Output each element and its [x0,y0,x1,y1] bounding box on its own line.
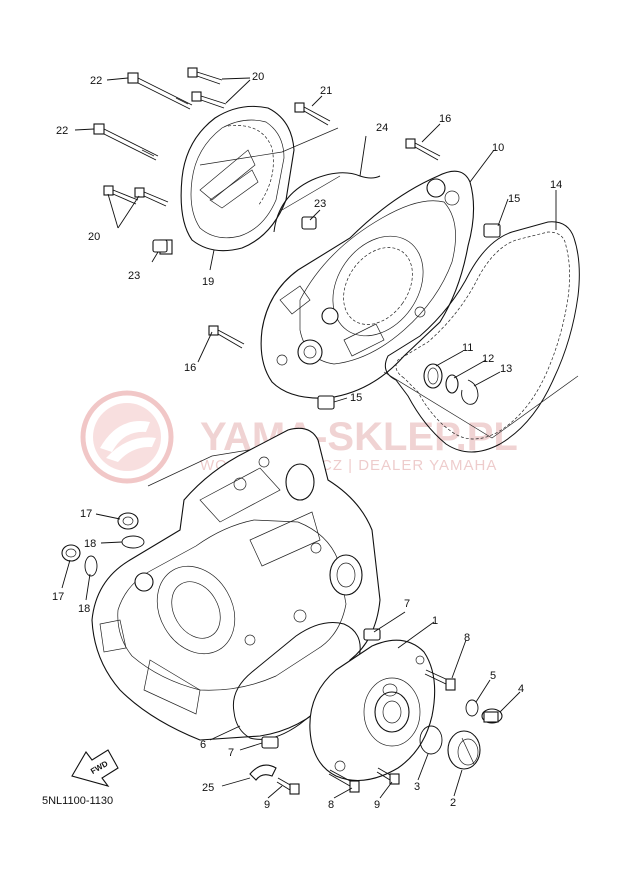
callout-9-right: 9 [374,799,380,811]
seal-17-lower [61,544,81,562]
dowel-pin-15-upper [483,223,501,238]
dowel-pin-7-lower [261,736,279,749]
crankcase-engine [91,427,381,741]
callout-2: 2 [450,797,456,809]
dowel-pin-23-left [152,239,168,253]
callout-18-upper: 18 [84,538,96,550]
callout-1: 1 [432,615,438,627]
bolt-8-lower [328,769,360,793]
callout-13: 13 [500,363,512,375]
callout-5: 5 [490,670,496,682]
callout-4: 4 [518,683,524,695]
long-bolt-22-upper [127,72,193,110]
circlip-13 [461,379,479,405]
callout-3: 3 [414,781,420,793]
callout-8-lower: 8 [328,799,334,811]
callout-8-upper: 8 [464,632,470,644]
gasket-24 [273,172,381,233]
plug-4 [481,708,503,724]
bolt-20-a [187,67,223,85]
callout-17-lower: 17 [52,591,64,603]
clamp-25 [249,764,277,781]
callout-19: 19 [202,276,214,288]
callout-10: 10 [492,142,504,154]
watermark-logo-icon [80,390,174,484]
callout-23-right: 23 [314,198,326,210]
crankcase-cover-1 [309,639,436,781]
gasket-14 [384,221,580,453]
oil-seal-11 [423,363,443,389]
clutch-cover-group [74,67,341,271]
seal-17-upper [117,512,139,530]
callout-25: 25 [202,782,214,794]
bolt-16-upper [405,138,441,161]
callout-17-upper: 17 [80,508,92,520]
dowel-pin-7-upper [363,628,381,641]
bolt-20-b [191,91,227,109]
dowel-pin-23-right [301,216,317,230]
callout-20-upper: 20 [252,71,264,83]
callout-24: 24 [376,122,388,134]
callout-labels: 22 20 21 22 24 16 10 23 15 14 20 23 19 1… [52,71,562,811]
callout-15-upper: 15 [508,193,520,205]
bolt-16-lower [208,325,245,349]
bolt-8-upper [424,669,456,691]
o-ring-3 [419,725,443,755]
fwd-arrow-icon: FWD [71,749,119,787]
callout-14: 14 [550,179,562,191]
plug-2 [447,730,481,770]
bolt-20-d [134,187,169,207]
bolt-21 [294,102,331,126]
callout-7-upper: 7 [404,598,410,610]
washer-12 [445,374,459,394]
callout-22-lower: 22 [56,125,68,137]
callout-16-upper: 16 [439,113,451,125]
diagram-code: 5NL1100-1130 [42,795,113,807]
callout-6: 6 [200,739,206,751]
callout-12: 12 [482,353,494,365]
crankcase-cover-10 [260,170,475,399]
callout-21: 21 [320,85,332,97]
callout-9-left: 9 [264,799,270,811]
callout-7-lower: 7 [228,747,234,759]
dowel-pin-15-lower [317,395,335,410]
o-ring-18-upper [121,535,145,549]
gasket-6 [232,622,361,740]
callout-11: 11 [462,342,473,354]
o-ring-18-lower [84,555,98,577]
callout-23-left: 23 [128,270,140,282]
bolt-9-left [276,777,300,795]
callout-15-lower: 15 [350,392,362,404]
callout-18-lower: 18 [78,603,90,615]
long-bolt-22-lower [93,123,159,161]
o-ring-5 [465,699,479,717]
callout-20-lower: 20 [88,231,100,243]
bolt-9-right [376,767,400,785]
bolt-20-c [103,185,139,205]
callout-22-upper: 22 [90,75,102,87]
callout-16-lower: 16 [184,362,196,374]
